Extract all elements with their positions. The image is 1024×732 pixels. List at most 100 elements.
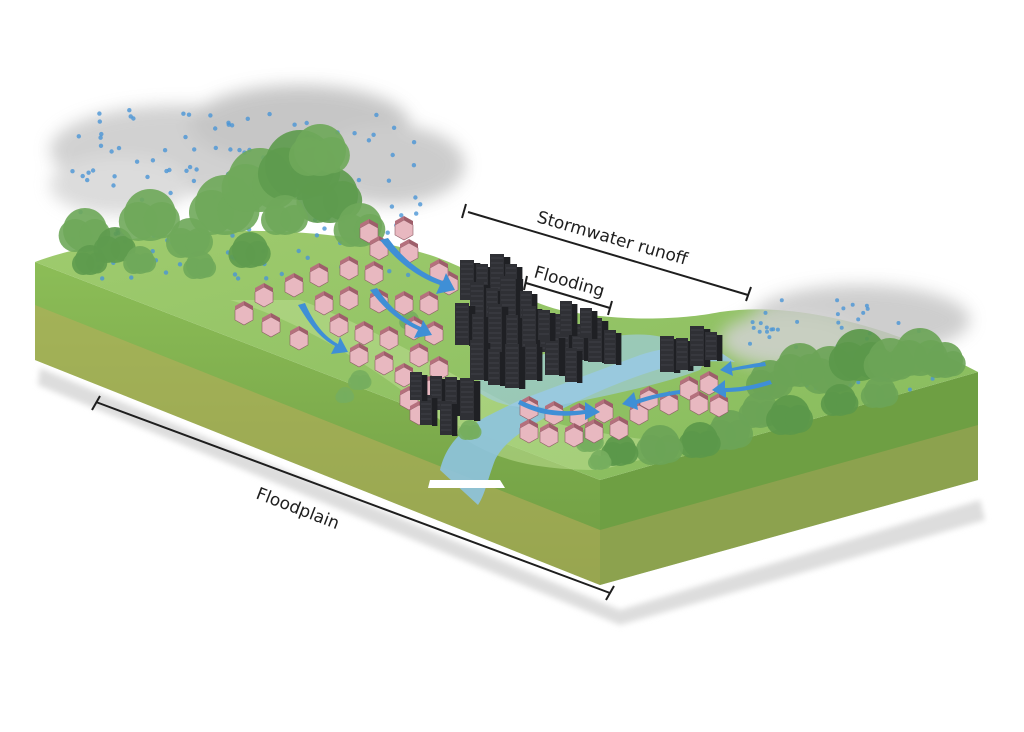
rain-drop	[779, 298, 784, 303]
floodwater	[470, 334, 703, 408]
house	[539, 423, 559, 448]
rain-drop	[97, 119, 103, 124]
building	[545, 335, 566, 376]
house	[364, 261, 384, 286]
rain-drop	[76, 134, 82, 139]
building	[410, 372, 428, 401]
front-side-soil-band	[35, 305, 600, 585]
tree	[288, 124, 350, 176]
tree	[228, 232, 271, 268]
house	[329, 313, 349, 338]
rain-drop	[850, 302, 855, 307]
rain-drop	[414, 211, 419, 216]
tree	[923, 342, 966, 378]
runoff-arrow	[380, 238, 455, 294]
rain-drop	[168, 190, 173, 196]
rain-drop	[769, 327, 774, 332]
rain-drop	[85, 177, 90, 183]
rain-drop	[390, 152, 395, 158]
house	[359, 219, 379, 244]
house	[314, 291, 334, 316]
rain-drop	[213, 126, 218, 131]
rain-drop	[232, 272, 238, 277]
building	[538, 310, 556, 341]
building	[705, 332, 723, 361]
rain-drop	[162, 148, 168, 153]
house	[254, 283, 274, 308]
rain-drop	[292, 122, 297, 127]
rain-drop	[841, 306, 846, 311]
rain-drop	[191, 178, 197, 184]
rain-drop	[389, 204, 395, 209]
rain-drop	[907, 387, 912, 392]
rain-drop	[186, 112, 192, 117]
rain-drop	[411, 140, 417, 145]
house	[609, 416, 629, 441]
rain-drop	[194, 167, 199, 172]
rain-drop	[386, 178, 392, 183]
rain-drop	[374, 112, 379, 118]
building	[604, 330, 622, 365]
runoff-arrow	[370, 288, 432, 338]
stormwater-runoff-tick	[461, 203, 467, 219]
rain-drop	[267, 111, 272, 117]
tree	[348, 370, 372, 390]
house	[339, 256, 359, 281]
rain-drop	[80, 173, 85, 179]
rain-drop	[387, 269, 392, 274]
rain-drop	[226, 122, 231, 127]
house	[594, 399, 614, 424]
river-outlet	[428, 480, 505, 488]
rain-drop	[371, 132, 376, 137]
rain-drop	[228, 147, 233, 152]
rain-drop	[109, 149, 114, 154]
flooding-line	[525, 282, 611, 309]
flooding-tick	[607, 300, 613, 316]
tree	[636, 425, 683, 465]
building	[505, 344, 526, 389]
house	[349, 343, 369, 368]
building	[470, 340, 491, 381]
rain-drop	[930, 376, 935, 381]
rain-drop	[98, 135, 103, 140]
flooding-tick	[523, 275, 528, 291]
building	[440, 401, 458, 436]
rain-drop	[134, 159, 140, 164]
rain-drop	[391, 125, 397, 130]
rain-drop	[86, 170, 91, 175]
rain-drop	[208, 113, 213, 118]
rain-drop	[213, 145, 218, 151]
house	[419, 291, 439, 316]
rain-drop	[237, 147, 242, 153]
rain-drop	[296, 248, 301, 254]
tree	[123, 246, 157, 274]
stormwater-runoff-tick	[745, 286, 752, 302]
floodplain-tick	[91, 395, 101, 411]
rain-drop	[98, 143, 104, 148]
rain-drop	[97, 111, 102, 116]
rain-drop	[181, 111, 186, 116]
house	[689, 391, 709, 416]
rain-drop	[279, 271, 284, 277]
ground-shadow	[38, 368, 985, 625]
rain-drop	[99, 131, 104, 137]
rain-drop	[775, 327, 780, 332]
rain-drop	[757, 329, 762, 334]
rain-drop	[111, 183, 116, 188]
tree	[766, 395, 813, 435]
rain-drop	[112, 174, 117, 179]
house	[261, 313, 281, 338]
house	[289, 326, 309, 351]
rain-drop	[399, 213, 404, 218]
rain-drop	[896, 321, 901, 325]
house	[379, 326, 399, 351]
rain-drop	[764, 325, 769, 330]
rain-drop	[864, 303, 869, 308]
runoff-arrow	[518, 400, 600, 420]
house	[354, 321, 374, 346]
rain-drop	[865, 306, 870, 311]
right-side-soil-band	[600, 425, 978, 585]
rain-drop	[413, 195, 418, 200]
rain-drop	[145, 174, 150, 180]
rain-drop	[750, 320, 755, 325]
